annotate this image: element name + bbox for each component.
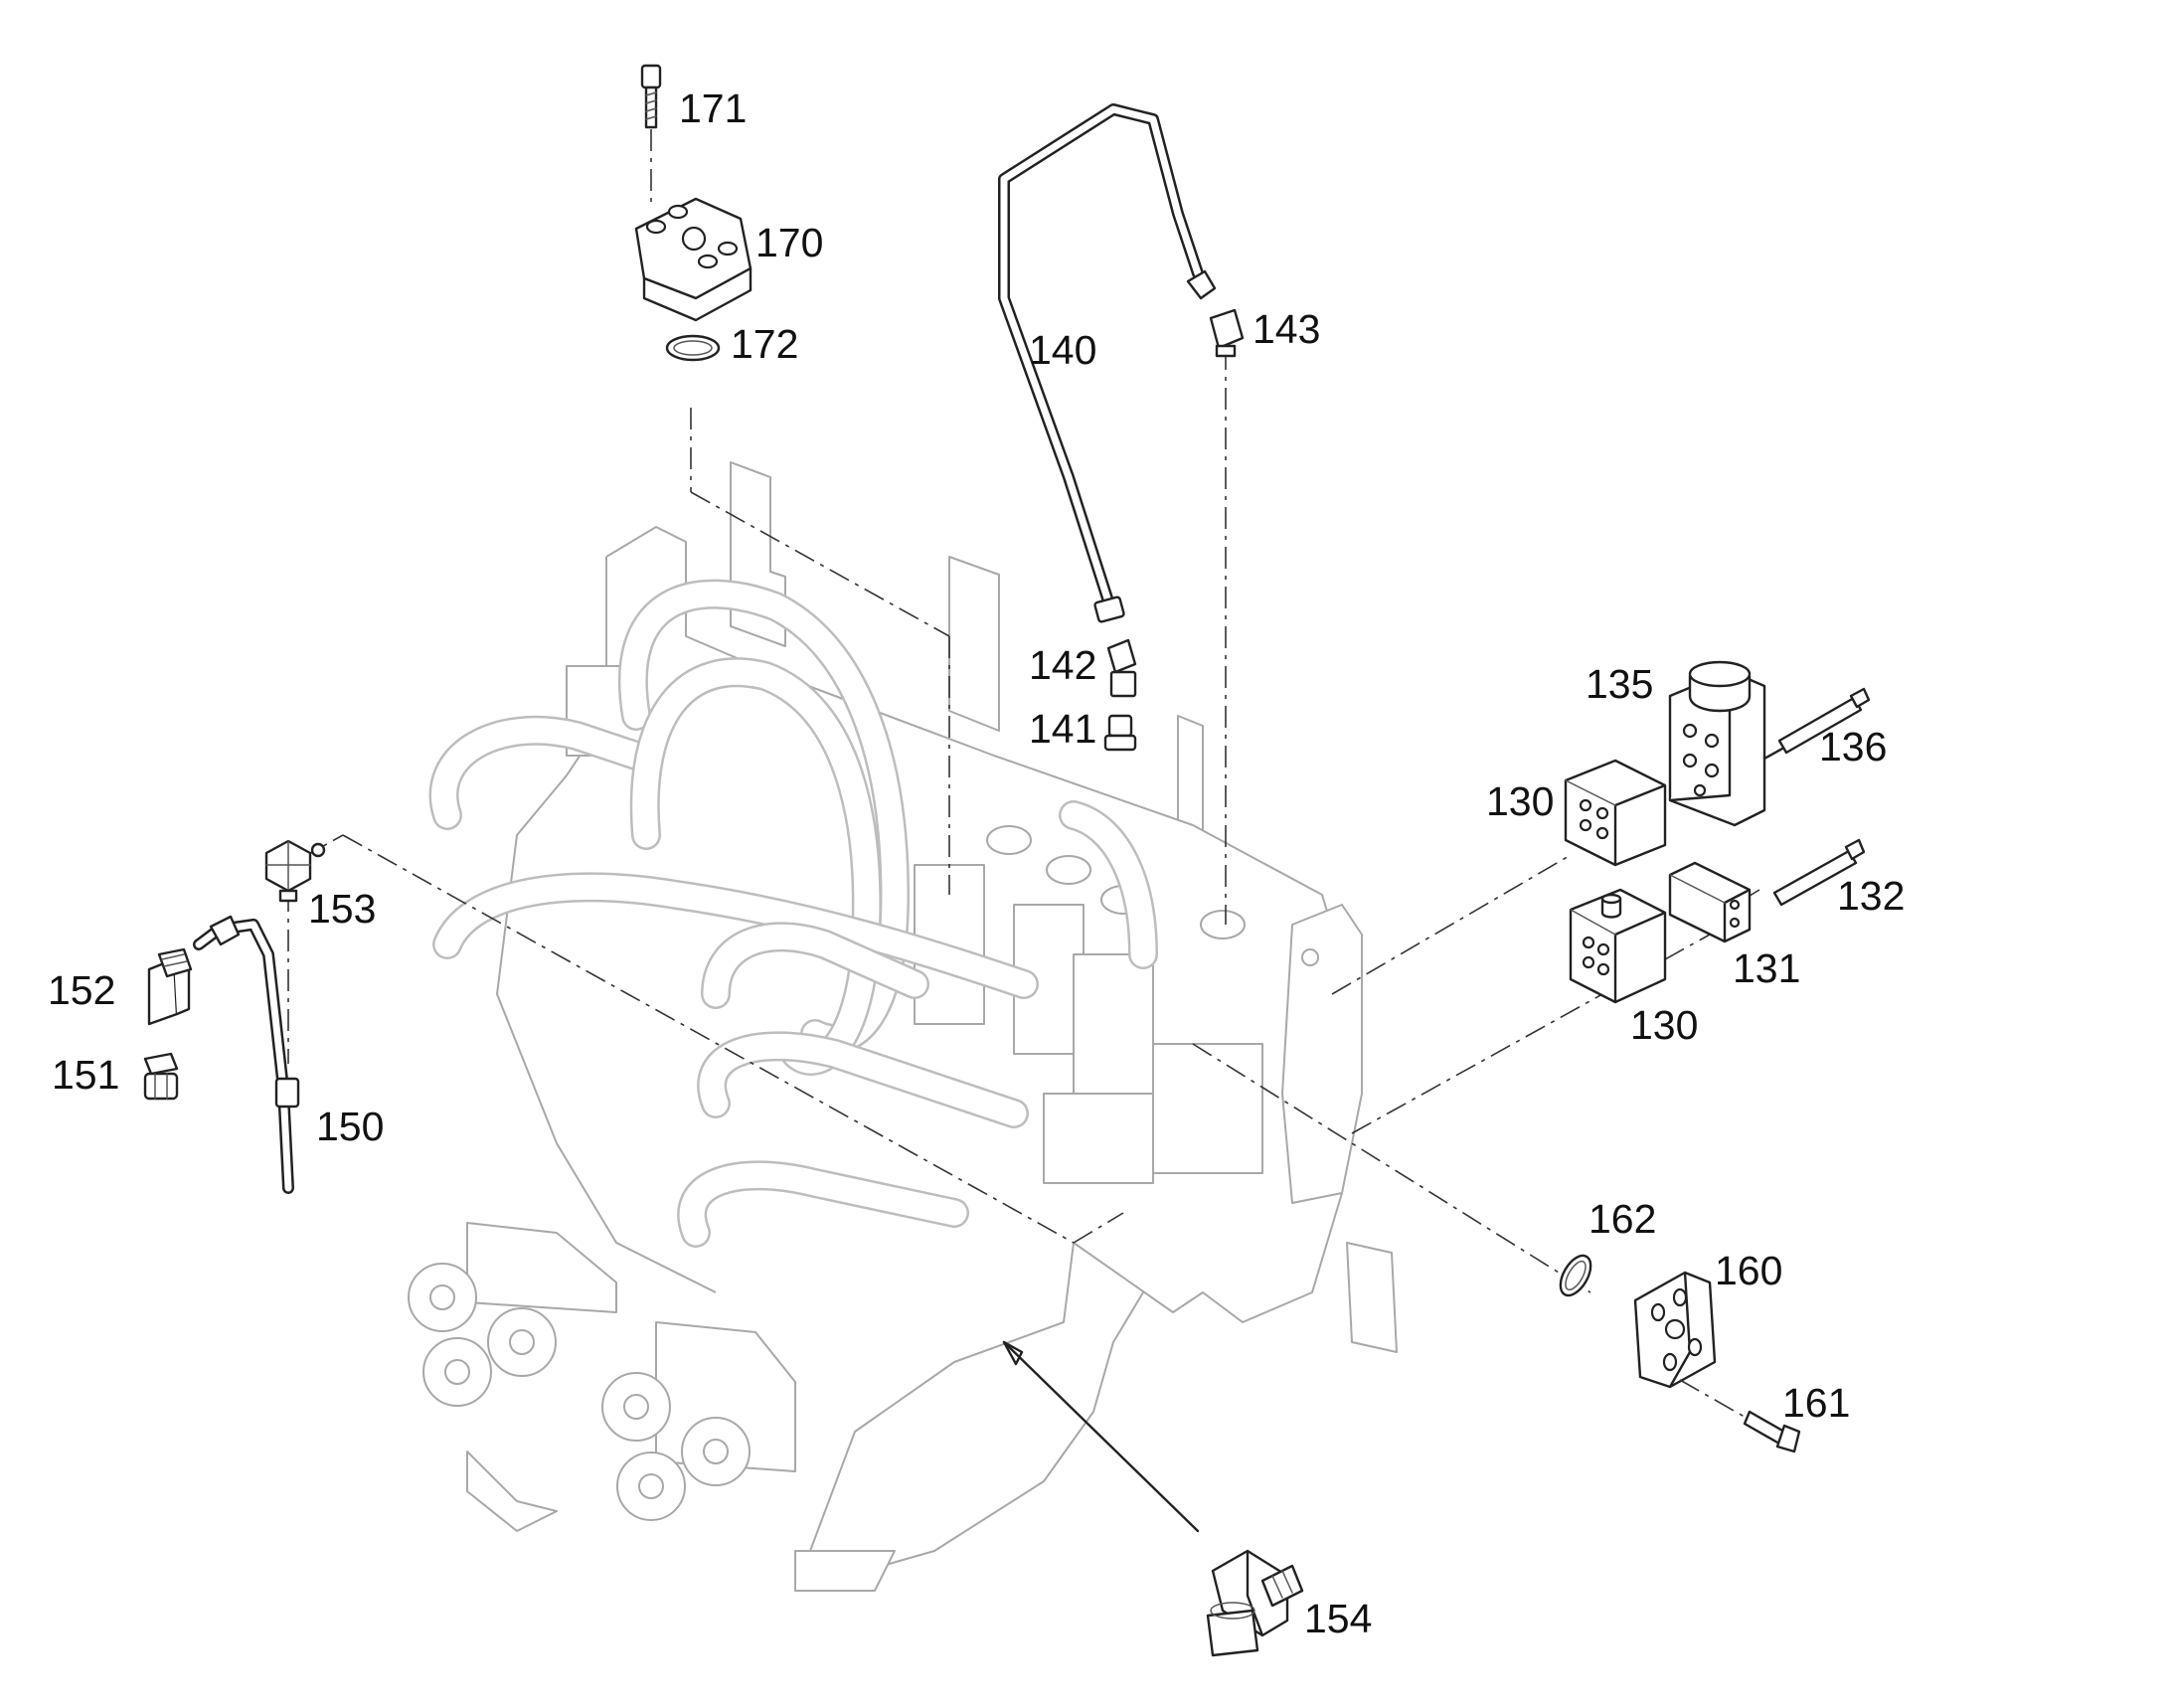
assembly-centerlines	[287, 348, 1760, 1293]
part-142-adapter	[1106, 638, 1137, 698]
callout-150: 150	[316, 1104, 384, 1149]
part-170-flange	[634, 197, 752, 322]
part-172-o-ring	[665, 334, 721, 362]
callout-141: 141	[1029, 706, 1096, 752]
part-131-spacer-plate	[1668, 861, 1752, 943]
part-161-bolt	[1679, 1379, 1801, 1453]
callout-171: 171	[679, 85, 747, 131]
callout-131: 131	[1733, 945, 1800, 991]
part-130-cover-plate-lower	[1569, 888, 1667, 1004]
part-136-bolt	[1762, 687, 1871, 761]
callout-172: 172	[731, 321, 798, 367]
part-152-elbow-fitting	[147, 947, 193, 1026]
part-162-o-ring	[1559, 1254, 1592, 1297]
part-153-plug	[264, 839, 326, 903]
part-171-bolt	[640, 64, 662, 204]
part-143-fitting	[1186, 269, 1245, 358]
callout-135: 135	[1586, 661, 1653, 707]
callout-160: 160	[1715, 1248, 1782, 1293]
part-150-pipe	[193, 915, 300, 1194]
callout-161: 161	[1782, 1380, 1850, 1426]
callout-151: 151	[52, 1052, 119, 1098]
part-135-solenoid-valve	[1668, 660, 1766, 827]
callout-130-lower: 130	[1630, 1002, 1698, 1048]
callout-142: 142	[1029, 642, 1096, 688]
callout-136: 136	[1819, 724, 1887, 769]
part-151-connector	[143, 1052, 179, 1101]
callout-132: 132	[1837, 873, 1905, 919]
callout-130-upper: 130	[1486, 778, 1554, 824]
part-160-flange	[1633, 1271, 1717, 1389]
callout-154: 154	[1304, 1596, 1372, 1641]
hose-bundle	[428, 579, 1158, 1248]
callout-152: 152	[48, 967, 115, 1013]
callout-153: 153	[308, 886, 376, 932]
part-130-cover-plate-upper	[1564, 759, 1667, 867]
callout-140: 140	[1029, 327, 1096, 373]
part-141-connector	[1103, 714, 1137, 752]
callout-labels: 171 170 172 140 143 142 141 135 136 130 …	[48, 85, 1905, 1641]
callout-143: 143	[1253, 306, 1320, 352]
part-140-pipe	[998, 103, 1204, 623]
part-132-bolt	[1772, 838, 1866, 907]
valve-block-assembly	[408, 461, 1398, 1592]
callout-170: 170	[755, 220, 823, 265]
callout-162: 162	[1588, 1196, 1656, 1242]
part-154-elbow-fitting	[1002, 1340, 1304, 1657]
